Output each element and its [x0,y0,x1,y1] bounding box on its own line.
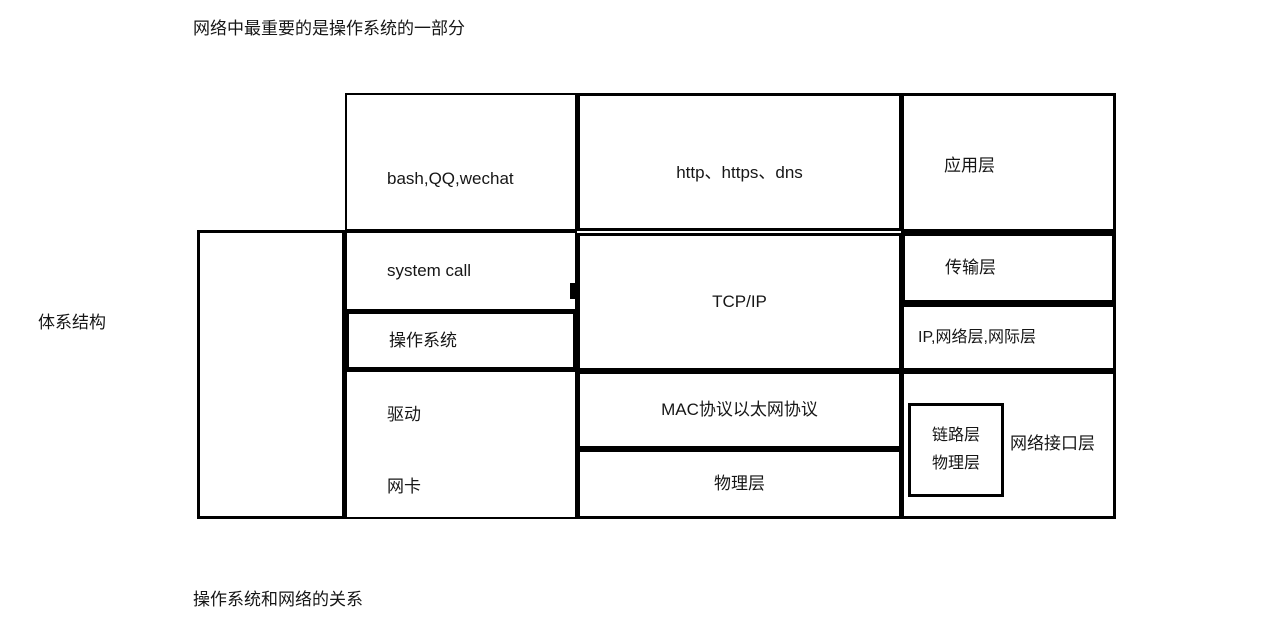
cell-system-call-label: system call [387,261,472,281]
inner-link-layer-label: 链路层 [931,427,980,444]
cell-tcpip: TCP/IP [577,233,902,371]
cell-transport-layer: 传输层 [901,232,1116,304]
cell-tcpip-label: TCP/IP [712,292,767,312]
cell-mac-ethernet-protocol: MAC协议以太网协议 [577,371,902,449]
architecture-column-box [197,230,345,519]
cell-operating-system: 操作系统 [345,310,577,371]
cell-network-interface-layer-label: 网络接口层 [1010,434,1095,453]
cell-physical-protocol-label: 物理层 [714,474,765,494]
inner-physical-layer-label: 物理层 [931,455,980,472]
cell-driver-and-nic: 驱动 网卡 [345,370,577,519]
architecture-label: 体系结构 [38,313,106,332]
cell-applications-label: bash,QQ,wechat [387,169,514,189]
top-note-text: 网络中最重要的是操作系统的一部分 [193,19,465,38]
cell-mac-ethernet-protocol-label: MAC协议以太网协议 [661,400,818,420]
cell-application-layer: 应用层 [901,93,1116,232]
cell-transport-layer-label: 传输层 [945,258,996,278]
cell-network-layer: IP,网络层,网际层 [901,304,1116,371]
cell-operating-system-label: 操作系统 [389,330,457,350]
cell-application-layer-label: 应用层 [944,155,995,175]
cell-application-protocols-label: http、https、dns [676,163,803,183]
divider-jog-artifact [570,283,577,299]
cell-applications: bash,QQ,wechat [345,93,577,231]
cell-application-protocols: http、https、dns [577,93,902,231]
cell-driver-label: 驱动 [387,404,421,424]
cell-nic-label: 网卡 [387,477,421,497]
cell-system-call: system call [345,231,577,311]
inner-box-link-physical-layer: 链路层 物理层 [908,403,1004,497]
bottom-note-text: 操作系统和网络的关系 [193,590,363,609]
cell-physical-protocol: 物理层 [577,449,902,519]
cell-network-layer-label: IP,网络层,网际层 [918,328,1036,346]
